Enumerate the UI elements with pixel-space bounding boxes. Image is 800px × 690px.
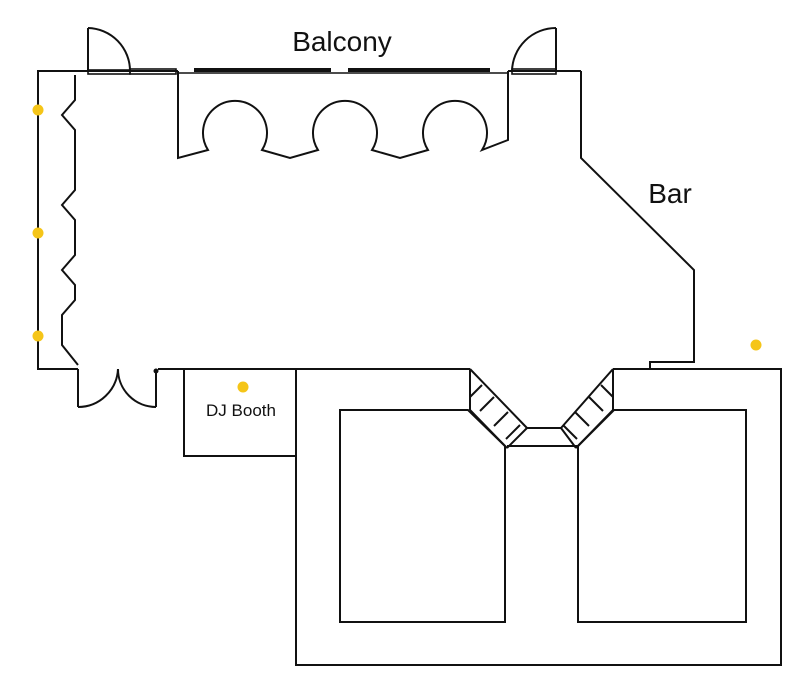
left-zigzag-wall — [60, 75, 79, 366]
lower-hall-outline — [295, 368, 782, 666]
left-platform — [339, 409, 506, 623]
booth-wall — [177, 71, 509, 160]
marker-dot — [32, 227, 44, 239]
stairs-right — [560, 368, 614, 449]
marker-dot — [237, 381, 249, 393]
balcony-frame-left — [129, 68, 177, 75]
marker-dot — [32, 330, 44, 342]
marker-dot — [750, 339, 762, 351]
balcony-label: Balcony — [292, 26, 392, 57]
right-platform — [577, 409, 747, 623]
door-top-right — [511, 27, 557, 75]
center-landing — [506, 427, 578, 449]
main-room-outline — [37, 70, 695, 370]
marker-dot — [32, 104, 44, 116]
door-bottom-left — [77, 368, 159, 409]
stairs-left — [469, 368, 528, 449]
door-top-left — [87, 27, 131, 75]
dj-booth-label: DJ Booth — [206, 401, 276, 420]
bar-label: Bar — [648, 178, 692, 209]
